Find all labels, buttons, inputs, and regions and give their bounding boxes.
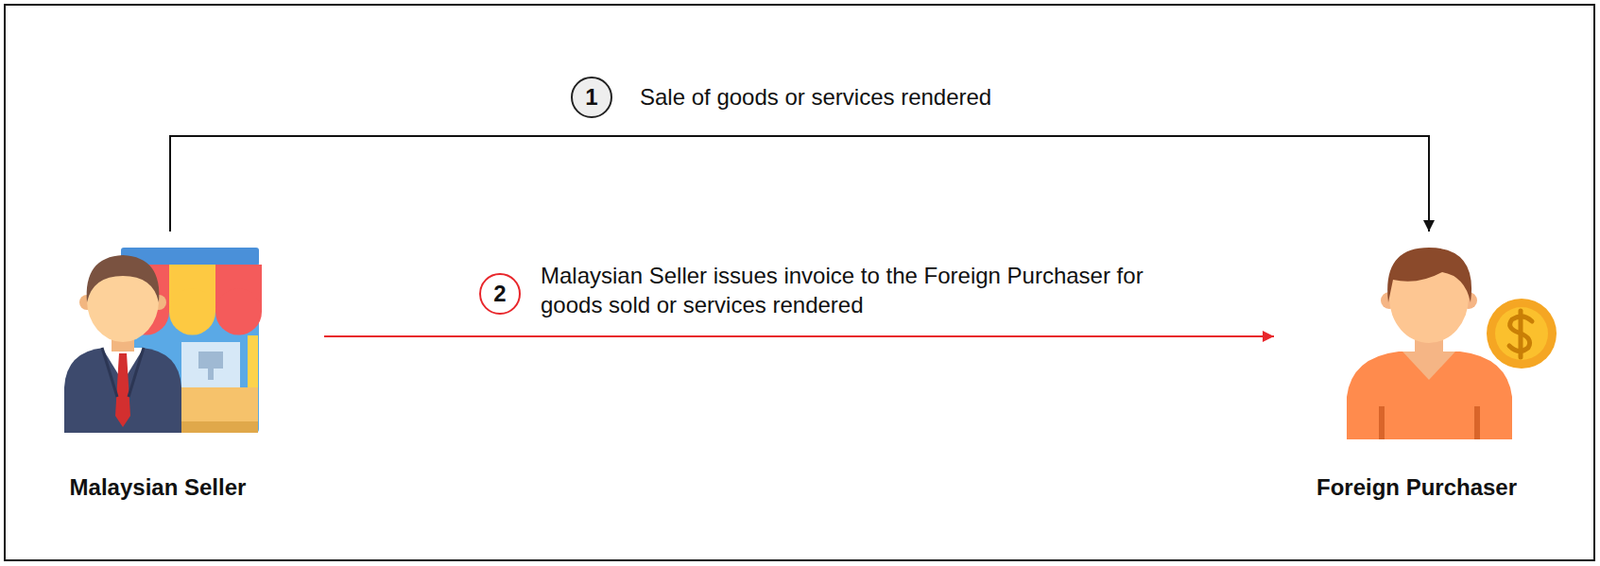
callout-circle [571, 77, 612, 118]
purchaser-icon [1346, 247, 1557, 440]
callout-circle [480, 274, 520, 314]
frame-border [4, 4, 1595, 561]
seller-icon [64, 247, 262, 433]
seller-node: Malaysian Seller [51, 231, 325, 506]
callout-number: 2 [479, 273, 521, 315]
edge-label: Malaysian Seller issues invoice to the F… [540, 260, 1146, 320]
node-label: Malaysian Seller [69, 473, 247, 502]
node-label: Foreign Purchaser [1316, 473, 1517, 502]
callout-number: 1 [570, 76, 613, 119]
connector-arrow [170, 136, 1429, 232]
edge-label: Sale of goods or services rendered [639, 82, 1170, 112]
purchaser-node: Foreign Purchaser [1273, 231, 1558, 506]
connector-arrow [324, 335, 1274, 338]
